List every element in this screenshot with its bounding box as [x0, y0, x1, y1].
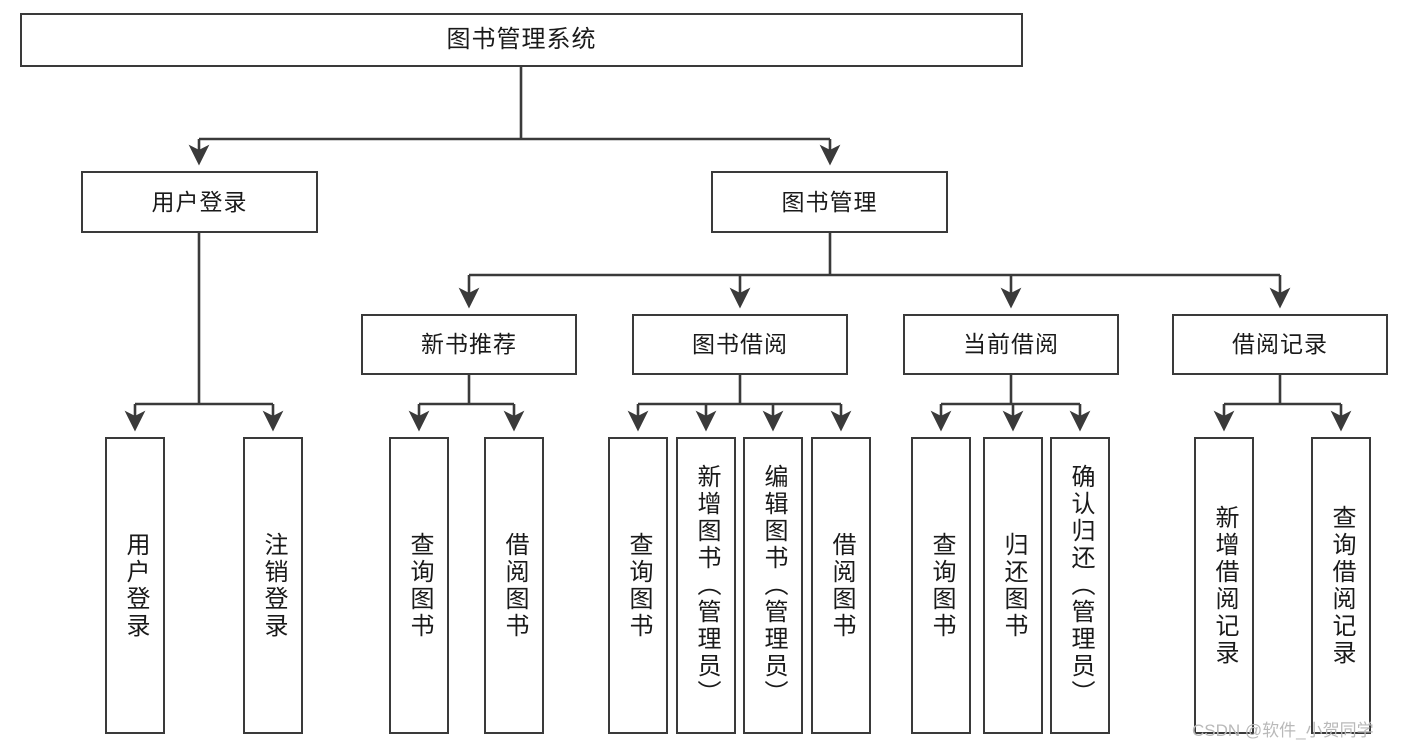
node-label: 新书推荐 — [421, 331, 517, 357]
node-leaf-edit-book[interactable]: 编辑图书（管理员） — [743, 437, 803, 734]
node-label: 查询图书 — [406, 531, 433, 640]
node-book-borrow[interactable]: 图书借阅 — [632, 314, 848, 375]
node-label: 确认归还（管理员） — [1067, 464, 1094, 707]
node-leaf-query-book-3[interactable]: 查询图书 — [911, 437, 971, 734]
node-user-login[interactable]: 用户登录 — [81, 171, 318, 233]
node-label: 借阅图书 — [501, 531, 528, 640]
node-leaf-user-login[interactable]: 用户登录 — [105, 437, 165, 734]
node-root[interactable]: 图书管理系统 — [20, 13, 1023, 67]
node-leaf-logout[interactable]: 注销登录 — [243, 437, 303, 734]
node-label: 用户登录 — [122, 531, 149, 640]
node-label: 查询图书 — [928, 531, 955, 640]
node-leaf-return-book[interactable]: 归还图书 — [983, 437, 1043, 734]
node-leaf-query-book-1[interactable]: 查询图书 — [389, 437, 449, 734]
node-label: 当前借阅 — [963, 331, 1059, 357]
node-current-borrow[interactable]: 当前借阅 — [903, 314, 1119, 375]
node-leaf-query-book-2[interactable]: 查询图书 — [608, 437, 668, 734]
node-label: 借阅记录 — [1232, 331, 1328, 357]
node-label: 借阅图书 — [828, 531, 855, 640]
node-leaf-query-record[interactable]: 查询借阅记录 — [1311, 437, 1371, 734]
node-label: 图书管理 — [781, 188, 878, 215]
node-label: 新增图书（管理员） — [693, 464, 720, 707]
node-label: 新增借阅记录 — [1211, 504, 1238, 667]
node-borrow-record[interactable]: 借阅记录 — [1172, 314, 1388, 375]
node-label: 编辑图书（管理员） — [760, 464, 787, 707]
node-label: 查询借阅记录 — [1328, 504, 1355, 667]
node-label: 归还图书 — [1000, 531, 1027, 640]
node-new-book-rec[interactable]: 新书推荐 — [361, 314, 577, 375]
node-label: 注销登录 — [260, 531, 287, 640]
node-label: 图书管理系统 — [446, 26, 597, 53]
node-leaf-add-record[interactable]: 新增借阅记录 — [1194, 437, 1254, 734]
node-label: 图书借阅 — [692, 331, 788, 357]
csdn-watermark: CSDN @软件_小贺同学 — [1192, 721, 1374, 740]
node-leaf-borrow-book-1[interactable]: 借阅图书 — [484, 437, 544, 734]
node-label: 查询图书 — [625, 531, 652, 640]
node-label: 用户登录 — [151, 188, 248, 215]
node-book-manage[interactable]: 图书管理 — [711, 171, 948, 233]
node-leaf-add-book[interactable]: 新增图书（管理员） — [676, 437, 736, 734]
node-leaf-confirm-return[interactable]: 确认归还（管理员） — [1050, 437, 1110, 734]
node-leaf-borrow-book-2[interactable]: 借阅图书 — [811, 437, 871, 734]
